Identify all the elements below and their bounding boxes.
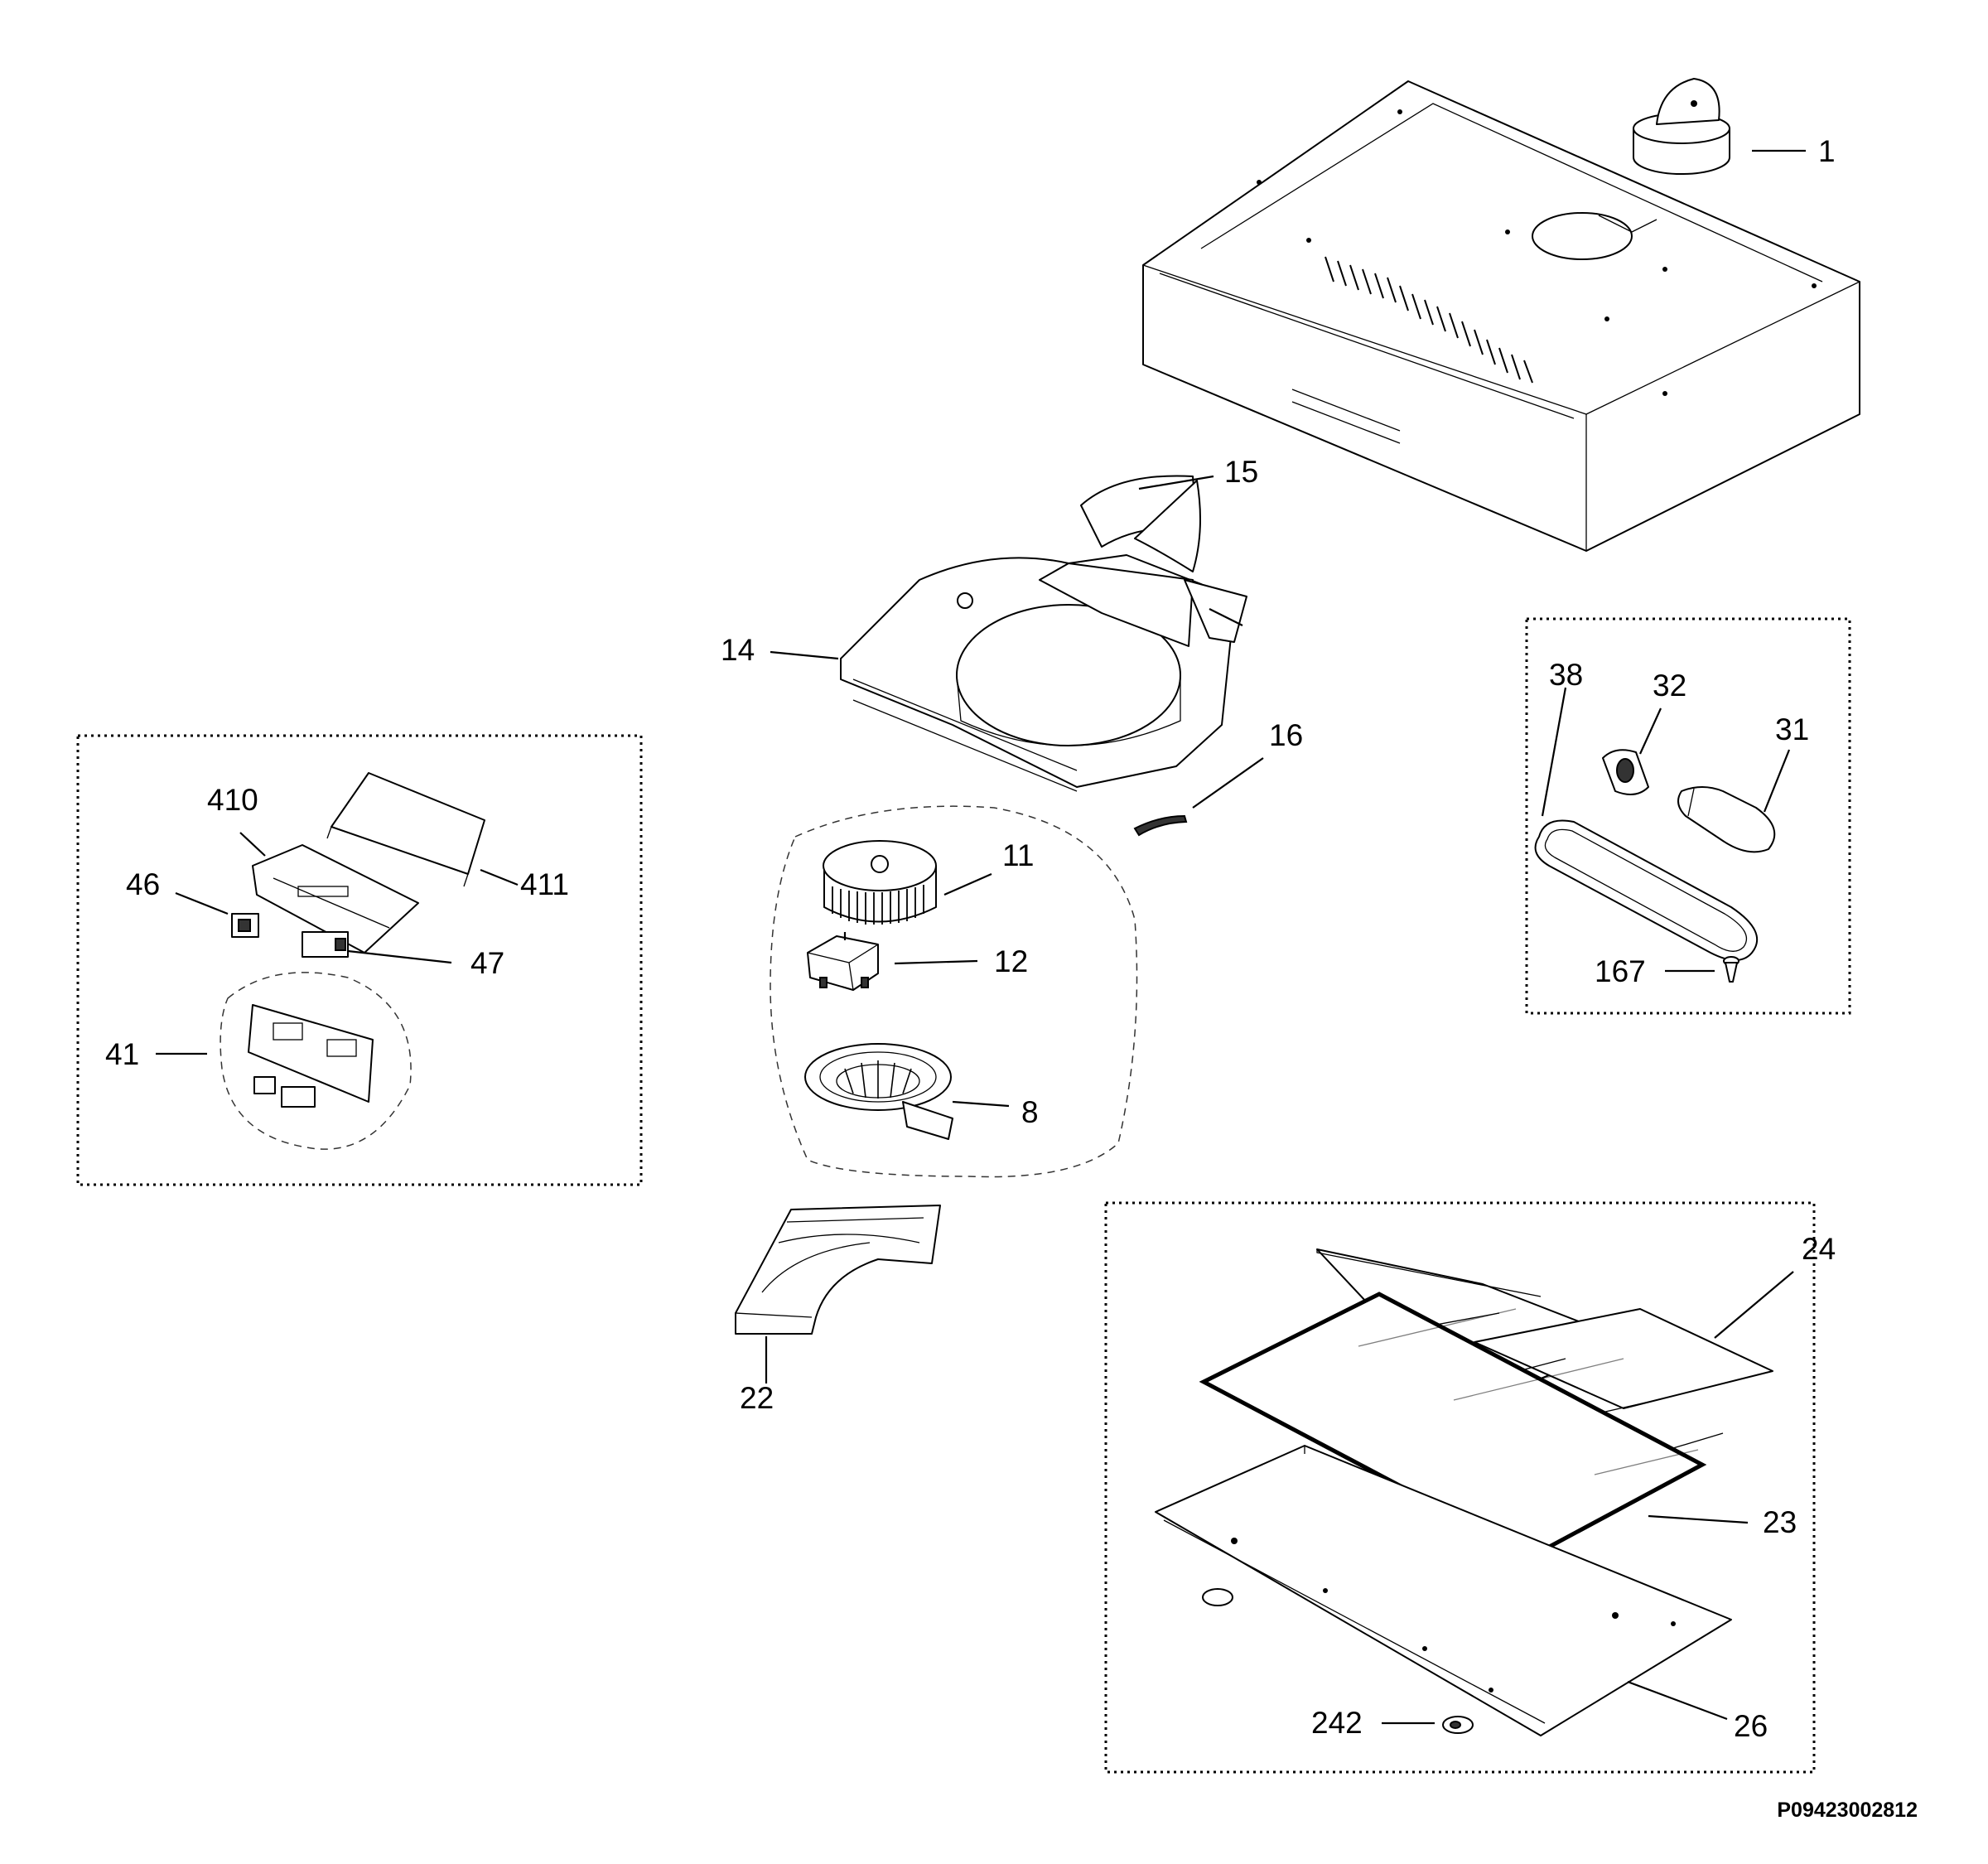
leader-14 xyxy=(770,650,839,660)
leader-16 xyxy=(1192,757,1264,809)
leader-47 xyxy=(347,949,452,964)
fan-wheel xyxy=(823,840,937,925)
damper-flap xyxy=(1080,475,1201,572)
leader-24 xyxy=(1714,1271,1794,1339)
callout-38: 38 xyxy=(1549,658,1583,692)
drawing-code: P09423002812 xyxy=(1777,1799,1918,1822)
leader-23 xyxy=(1648,1514,1749,1524)
callout-31: 31 xyxy=(1775,712,1809,746)
leader-38 xyxy=(1541,687,1567,817)
callout-22: 22 xyxy=(740,1381,774,1415)
callout-242: 242 xyxy=(1311,1706,1363,1740)
damper-collar xyxy=(1633,78,1730,175)
control-assembly-box xyxy=(76,734,643,1186)
filter-assembly-box xyxy=(1104,1201,1816,1774)
callout-167: 167 xyxy=(1595,954,1646,988)
motor-mount xyxy=(804,1043,953,1140)
motor-group-outline xyxy=(770,805,1138,1178)
callout-47: 47 xyxy=(470,946,504,980)
clip xyxy=(1133,814,1188,837)
control-panel xyxy=(248,1004,374,1108)
motor xyxy=(807,932,879,991)
leader-26 xyxy=(1627,1680,1728,1721)
leader-15 xyxy=(1138,475,1214,490)
blower-housing xyxy=(840,554,1247,792)
leader-8 xyxy=(952,1100,1010,1108)
control-board-cover xyxy=(326,772,485,887)
leader-46 xyxy=(175,891,229,915)
callout-24: 24 xyxy=(1802,1232,1836,1266)
light-assembly-box xyxy=(1525,617,1851,1015)
callout-11: 11 xyxy=(1002,838,1034,872)
control-panel-group-outline xyxy=(220,972,412,1150)
leader-31 xyxy=(1763,749,1791,813)
leader-12 xyxy=(894,959,978,965)
callout-410: 410 xyxy=(207,783,258,817)
callout-14: 14 xyxy=(721,633,755,667)
callout-32: 32 xyxy=(1653,669,1686,703)
switch-small xyxy=(231,913,259,938)
filter-latch xyxy=(1442,1716,1474,1734)
callout-15: 15 xyxy=(1224,455,1258,489)
callout-46: 46 xyxy=(126,867,160,901)
leader-32 xyxy=(1638,707,1662,755)
duct-transition xyxy=(735,1205,941,1335)
light-lens-gasket xyxy=(1534,819,1759,961)
leader-410 xyxy=(239,832,266,857)
callout-8: 8 xyxy=(1021,1095,1039,1129)
switch-large xyxy=(302,931,349,958)
callout-12: 12 xyxy=(994,944,1028,978)
callout-41: 41 xyxy=(105,1037,139,1071)
leader-411 xyxy=(480,868,519,886)
filter-frame-panel xyxy=(1155,1445,1732,1736)
callout-1: 1 xyxy=(1818,134,1836,168)
light-bulb xyxy=(1677,786,1776,853)
callout-26: 26 xyxy=(1734,1709,1768,1743)
leader-11 xyxy=(943,872,992,896)
control-board-housing xyxy=(252,844,419,954)
callout-411: 411 xyxy=(520,867,569,901)
lamp-socket xyxy=(1602,749,1649,795)
callout-16: 16 xyxy=(1269,718,1303,752)
callout-23: 23 xyxy=(1763,1505,1797,1539)
range-hood-body xyxy=(1142,80,1860,552)
screw xyxy=(1723,956,1740,983)
